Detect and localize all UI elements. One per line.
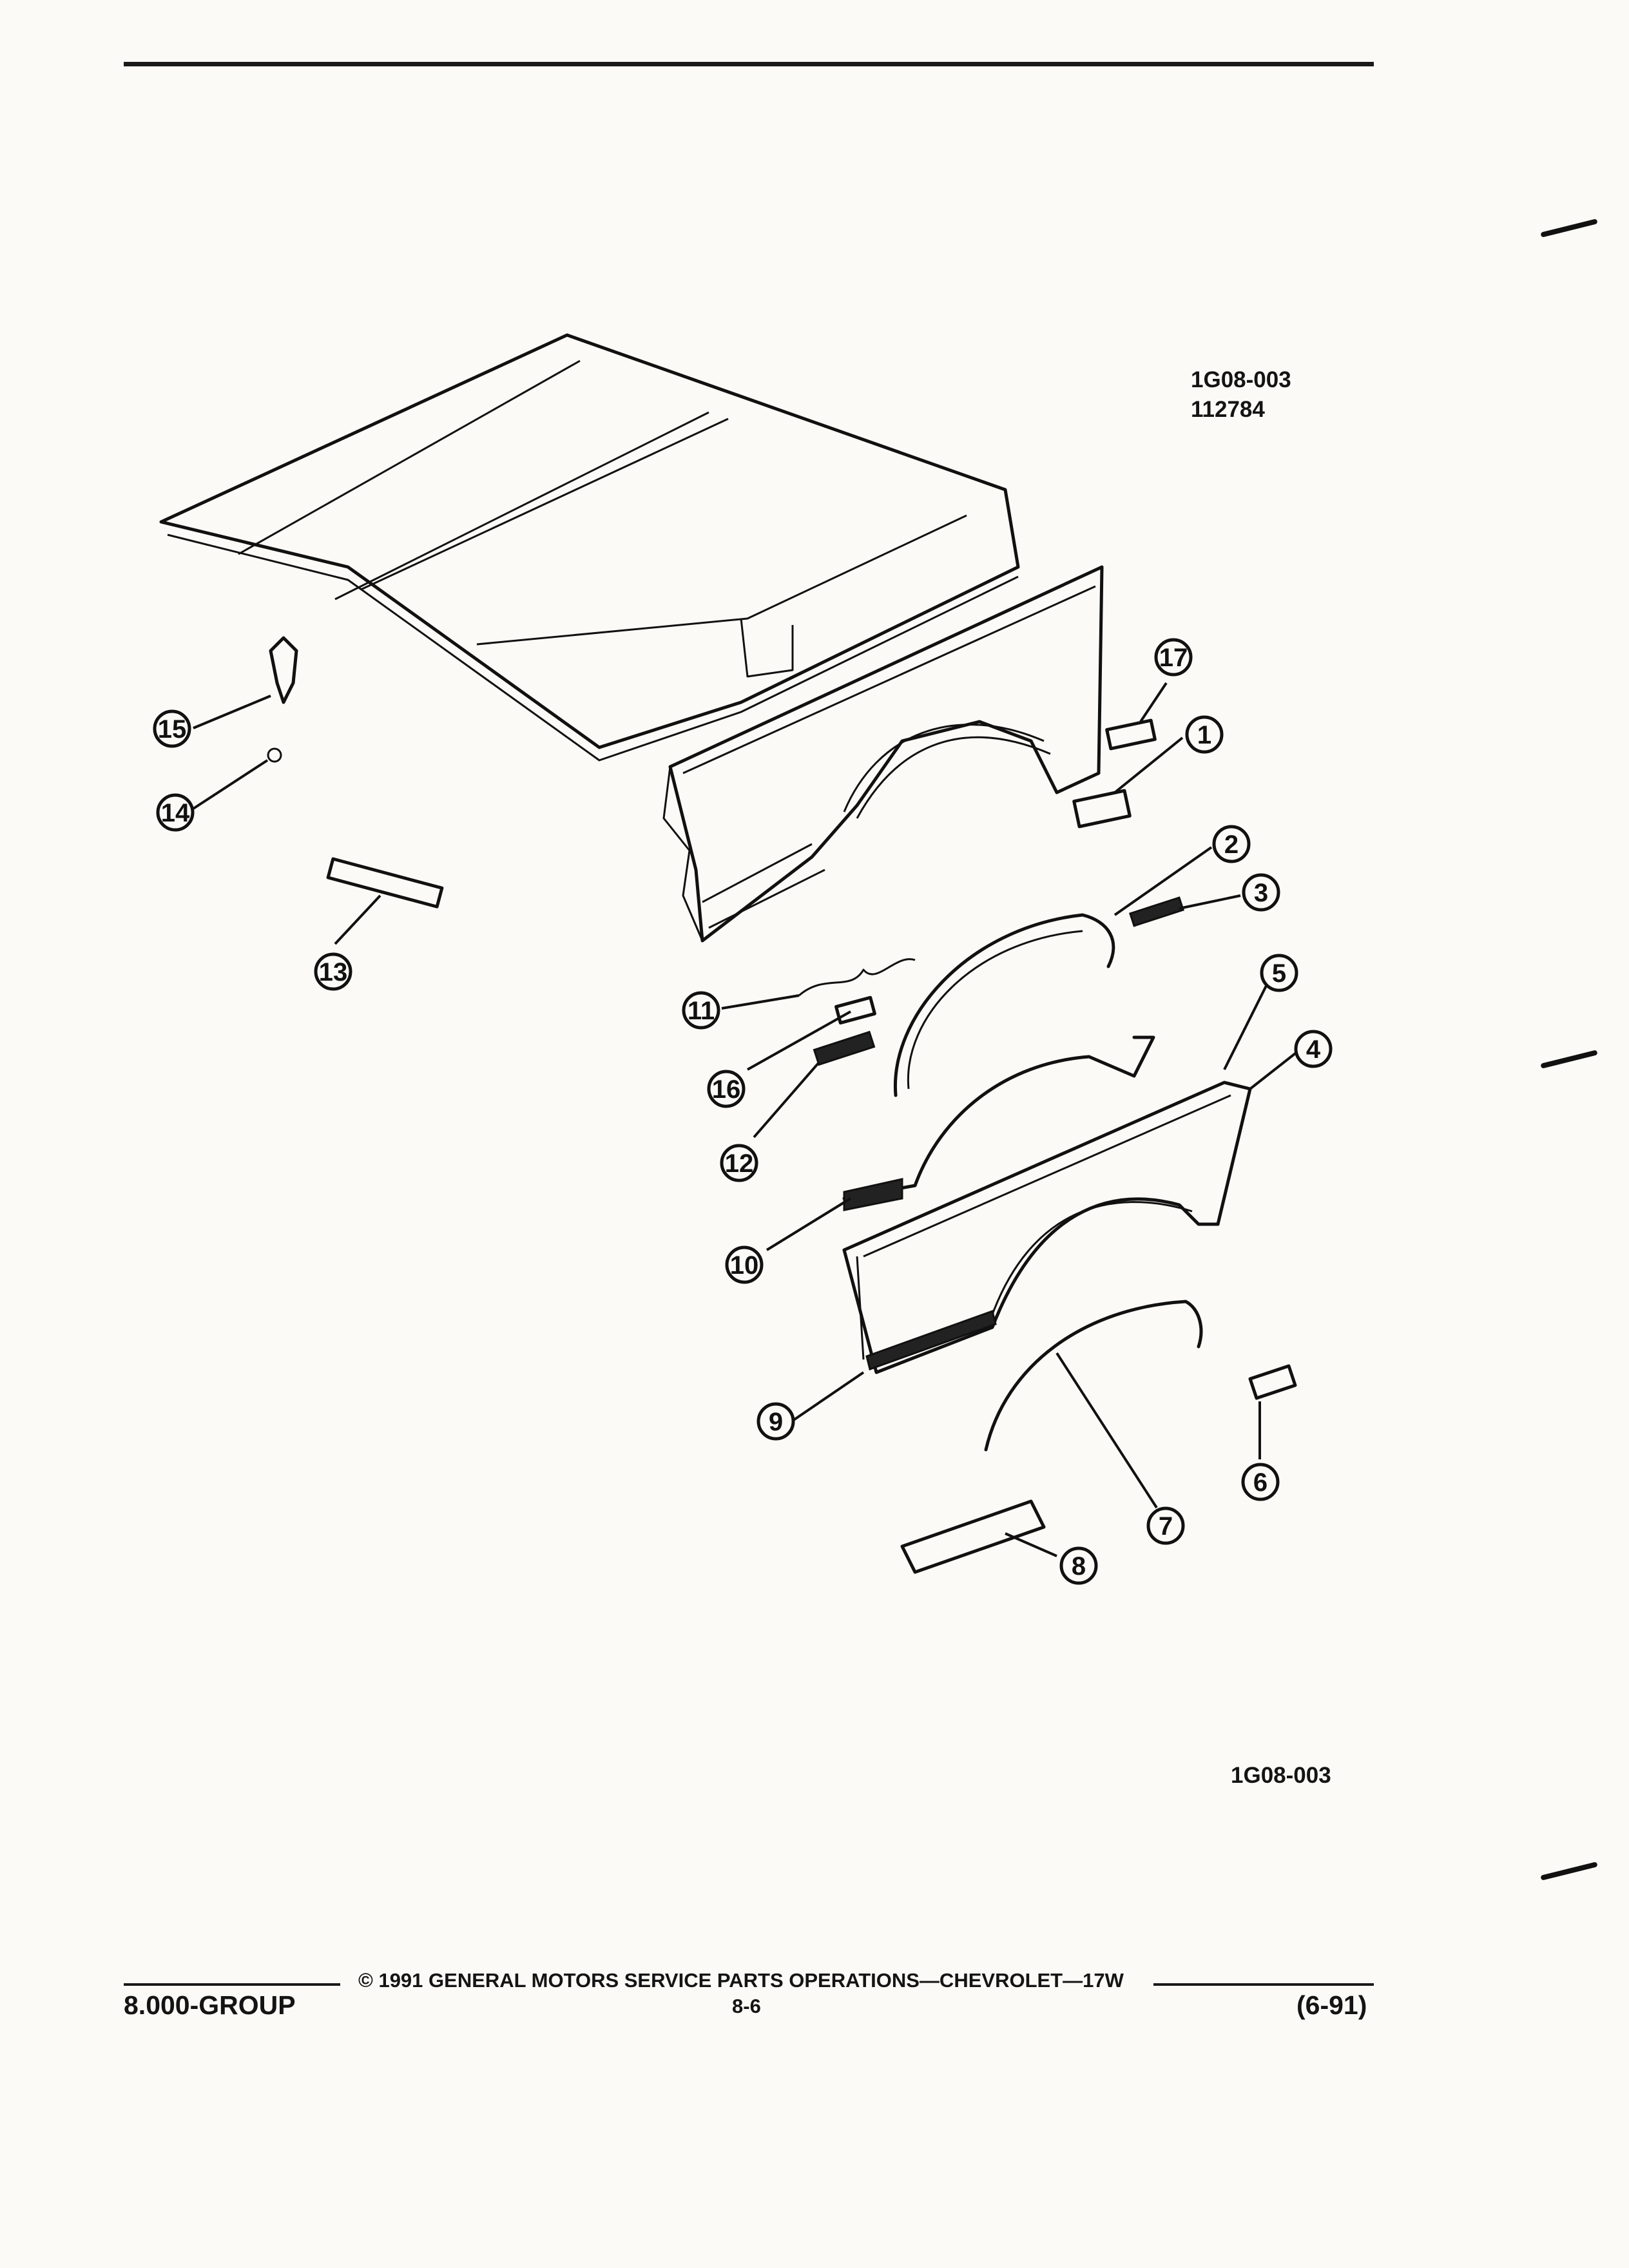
footer-rule-left — [124, 1983, 340, 1986]
callout-15: 15 — [153, 709, 191, 748]
svg-text:12: 12 — [725, 1149, 754, 1178]
emblem-3 — [1128, 896, 1185, 927]
leader-5 — [1223, 979, 1271, 1070]
emblem-6 — [1248, 1364, 1297, 1400]
svg-text:2: 2 — [1224, 831, 1239, 859]
svg-text:3: 3 — [1254, 879, 1268, 907]
extension-8 — [900, 1499, 1046, 1574]
callout-17: 17 — [1154, 638, 1193, 677]
svg-text:15: 15 — [158, 715, 187, 744]
monte-carlo-script-emblem — [798, 958, 916, 997]
callout-12: 12 — [720, 1144, 758, 1182]
leader-11 — [721, 994, 800, 1010]
emblem-1 — [1072, 789, 1132, 829]
leader-10 — [766, 1197, 852, 1251]
callout-13: 13 — [314, 952, 352, 991]
body-side-panel — [842, 1081, 1252, 1374]
leader-15 — [193, 695, 271, 729]
callout-1: 1 — [1185, 715, 1224, 754]
svg-text:4: 4 — [1306, 1035, 1321, 1064]
leader-1 — [1113, 736, 1184, 794]
callout-6: 6 — [1241, 1463, 1280, 1501]
leader-3 — [1179, 894, 1241, 910]
svg-text:1: 1 — [1197, 721, 1211, 749]
wheel-opening-molding-lower — [984, 1300, 1203, 1452]
callout-7: 7 — [1146, 1506, 1185, 1545]
upper-body-side-molding — [842, 1035, 1155, 1200]
svg-text:13: 13 — [319, 958, 348, 986]
leader-2 — [1113, 846, 1213, 916]
footer-rule-right — [1153, 1983, 1374, 1986]
group-label: 8.000-GROUP — [124, 1990, 296, 2020]
leader-4 — [1249, 1052, 1296, 1090]
callout-10: 10 — [725, 1245, 764, 1284]
wheel-opening-molding-upper — [893, 913, 1115, 1097]
leader-16 — [747, 1010, 851, 1071]
svg-text:7: 7 — [1159, 1512, 1173, 1541]
nut-14 — [267, 747, 282, 763]
callout-3: 3 — [1242, 873, 1280, 912]
callout-2: 2 — [1212, 825, 1251, 863]
callout-8: 8 — [1059, 1546, 1098, 1585]
callout-14: 14 — [156, 793, 195, 832]
hood-panel — [159, 333, 1020, 762]
leader-13 — [334, 894, 381, 945]
illustration-caption-id: 1G08-003 — [1231, 1763, 1331, 1788]
leader-9 — [791, 1371, 865, 1422]
emblem-16 — [834, 995, 876, 1025]
copyright-line: © 1991 GENERAL MOTORS SERVICE PARTS OPER… — [358, 1969, 1124, 1992]
callout-9: 9 — [757, 1402, 795, 1441]
revision-date: (6-91) — [1296, 1990, 1367, 2020]
emblem-12 — [813, 1030, 876, 1066]
svg-text:6: 6 — [1253, 1468, 1268, 1497]
illustration-id: 1G08-003 — [1191, 367, 1291, 392]
page-number: 8-6 — [732, 1995, 761, 2017]
hood-ornament-15 — [269, 636, 298, 704]
svg-text:10: 10 — [730, 1251, 759, 1280]
emblem-17 — [1105, 718, 1157, 751]
callout-4: 4 — [1294, 1030, 1333, 1068]
svg-text:8: 8 — [1072, 1552, 1086, 1581]
top-rule — [124, 62, 1374, 66]
leader-8 — [1005, 1532, 1057, 1557]
leader-12 — [753, 1062, 820, 1139]
leader-14 — [192, 759, 269, 810]
svg-text:9: 9 — [769, 1408, 783, 1436]
leader-7 — [1055, 1352, 1158, 1509]
callout-11: 11 — [682, 991, 720, 1030]
front-fender — [662, 565, 1104, 943]
chevrolet-grille-emblem — [326, 857, 444, 908]
svg-text:16: 16 — [712, 1075, 741, 1104]
svg-text:14: 14 — [161, 799, 190, 827]
svg-text:5: 5 — [1272, 959, 1286, 988]
callout-16: 16 — [707, 1070, 746, 1108]
callout-5: 5 — [1260, 954, 1298, 992]
svg-text:17: 17 — [1159, 644, 1188, 672]
leader-17 — [1139, 682, 1168, 723]
illustration-number: 112784 — [1191, 397, 1265, 422]
svg-text:11: 11 — [688, 997, 715, 1025]
